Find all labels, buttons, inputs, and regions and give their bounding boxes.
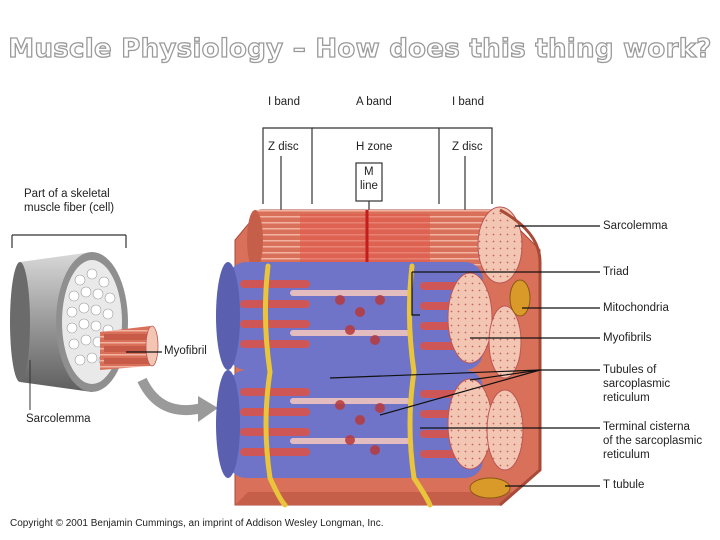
- label-tubules-2: sarcoplasmic: [603, 378, 671, 390]
- leader-lines: [126, 225, 600, 487]
- label-m-line-2: line: [360, 180, 378, 192]
- label-sarcolemma-right: Sarcolemma: [603, 220, 668, 232]
- label-fiber-line-2: muscle fiber (cell): [24, 202, 115, 214]
- label-i-band-right: I band: [452, 96, 484, 108]
- label-fiber-line-1: Part of a skeletal: [24, 188, 110, 200]
- label-t-tubule: T tubule: [603, 479, 645, 491]
- skeletal-fiber-illustration: [10, 234, 218, 422]
- label-mitochondria: Mitochondria: [603, 302, 669, 314]
- label-triad: Triad: [603, 266, 629, 278]
- label-a-band: A band: [356, 96, 392, 108]
- label-cisterna-2: of the sarcoplasmic: [603, 435, 703, 447]
- label-z-disc-left: Z disc: [268, 141, 299, 153]
- small-myofibril-bundle: [100, 325, 159, 370]
- label-cisterna-3: reticulum: [603, 449, 650, 461]
- label-h-zone: H zone: [356, 141, 393, 153]
- label-tubules-1: Tubules of: [603, 364, 657, 376]
- label-tubules-3: reticulum: [603, 392, 650, 404]
- label-myofibrils: Myofibrils: [603, 332, 652, 344]
- slide-title: Muscle Physiology – How does this thing …: [8, 33, 712, 64]
- copyright-notice: Copyright © 2001 Benjamin Cummings, an i…: [10, 518, 384, 529]
- label-sarcolemma-left: Sarcolemma: [26, 413, 91, 425]
- label-cisterna-1: Terminal cisterna: [603, 421, 690, 433]
- label-m-line-1: M: [364, 166, 374, 178]
- label-z-disc-right: Z disc: [452, 141, 483, 153]
- label-myofibril-small: Myofibril: [164, 345, 207, 357]
- muscle-fiber-cutaway: [216, 206, 542, 508]
- label-i-band-left: I band: [268, 96, 300, 108]
